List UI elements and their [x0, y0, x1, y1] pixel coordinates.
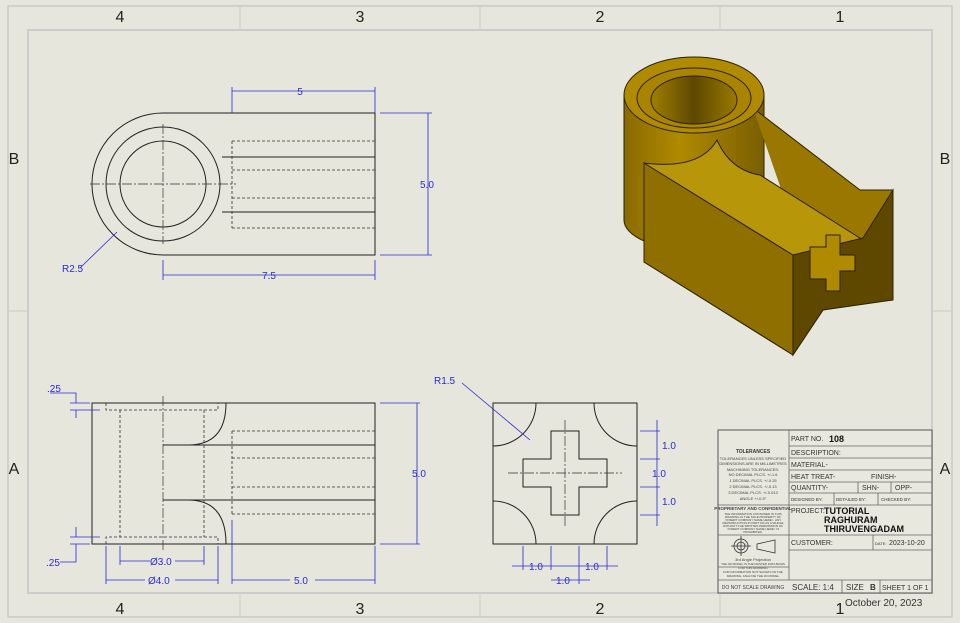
zone-col-2: 2 — [596, 9, 605, 26]
tolerance-line: NO DECIMAL PLCS. +/-1.6 — [729, 472, 779, 477]
project-label: PROJECT: — [791, 508, 825, 515]
project-line: RAGHURAM — [824, 515, 878, 525]
zone-row-a: A — [9, 461, 20, 478]
material-field: MATERIAL- — [791, 462, 828, 469]
heat-treat-field: HEAT TREAT- — [791, 474, 836, 481]
proprietary-line: REPRODUCTION IN PART OR AS A WHOLE — [722, 521, 783, 525]
zone-row-b-right: B — [940, 151, 951, 168]
date-value: 2023-10-20 — [889, 540, 925, 547]
title-block: TOLERANCES TOLERANCES UNLESS SPECIFIED D… — [714, 429, 933, 594]
model-note: DRAWING, ANALYZE THE 3D MODEL — [727, 574, 780, 578]
part-no-value: 108 — [829, 434, 844, 444]
tolerance-line: 1 DECIMAL PLCS. +/-0.25 — [729, 478, 777, 483]
do-not-scale-note: DO NOT SCALE DRAWING — [722, 585, 785, 591]
zone-row-b: B — [9, 151, 20, 168]
dim-front-length: 5.0 — [294, 576, 308, 587]
tolerance-line: MACHINING TOLERANCES: — [727, 467, 779, 472]
tolerance-line: ANGLE +/-0.5° — [740, 496, 767, 501]
dim-side-v-3: 1.0 — [662, 497, 676, 508]
sheet-field: SHEET 1 OF 1 — [882, 585, 929, 592]
detailed-by-field: DETAILED BY: — [836, 497, 866, 502]
dim-side-v-2: 1.0 — [652, 469, 666, 480]
zone-col-3-bottom: 3 — [356, 601, 365, 618]
footer-date: October 20, 2023 — [845, 598, 923, 609]
tolerance-line: 3 DECIMAL PLCS. +/-0.013 — [728, 490, 778, 495]
top-view[interactable]: 5 5.0 7.5 R2.5 — [62, 87, 434, 282]
model-note: FOR THIS DRAWING — [738, 566, 768, 570]
zone-col-1-bottom: 1 — [836, 601, 845, 618]
quantity-field: QUANTITY- — [791, 485, 829, 492]
zone-col-1: 1 — [836, 9, 845, 26]
dim-side-h-1: 1.0 — [529, 562, 543, 573]
scale-field: SCALE: 1:4 — [792, 583, 834, 592]
tolerance-line: TOLERANCES UNLESS SPECIFIED — [720, 456, 787, 461]
side-view[interactable]: R1.5 1.0 1.0 1.0 1.0 1.0 1.0 — [434, 376, 676, 587]
size-label: SIZE — [846, 583, 864, 592]
zone-col-4: 4 — [116, 9, 125, 26]
projection-label: 3rd Angle Projection — [735, 557, 771, 562]
proprietary-line: WITHOUT THE WRITTEN PERMISSION OF — [723, 524, 783, 528]
proprietary-line: PROHIBITED. — [743, 530, 762, 534]
model-note: FOR INFORMATION NOT SHOWN ON THE — [723, 570, 783, 574]
description-field: DESCRIPTION: — [791, 450, 841, 457]
dim-top-length: 5 — [297, 87, 303, 98]
dim-front-dia-outer: Ø4.0 — [148, 576, 170, 587]
proprietary-line: THE INFORMATION CONTAINED IN THIS — [724, 512, 781, 516]
opp-field: OPP- — [895, 485, 913, 492]
proprietary-line: <INSERT COMPANY NAME HERE> IS — [727, 527, 779, 531]
dim-top-total: 7.5 — [262, 271, 276, 282]
front-view[interactable]: .25 .25 5.0 Ø3.0 Ø4.0 5.0 — [46, 384, 426, 587]
dim-top-radius: R2.5 — [62, 264, 84, 275]
dim-top-height: 5.0 — [420, 180, 434, 191]
projection-symbol-icon — [731, 536, 776, 556]
dim-side-h-3: 1.0 — [556, 576, 570, 587]
dim-front-bottom-thickness: .25 — [46, 558, 60, 569]
proprietary-line: <INSERT COMPANY NAME HERE>. ANY — [725, 518, 781, 522]
finish-field: FINISH- — [871, 474, 897, 481]
size-value: B — [870, 583, 876, 592]
zone-row-a-right: A — [940, 461, 951, 478]
dim-side-h-2: 1.0 — [585, 562, 599, 573]
model-note: THE 3D MODEL IS THE MASTER DATA BASIS — [721, 562, 785, 566]
customer-field: CUSTOMER: — [791, 540, 833, 547]
dim-front-dia-inner: Ø3.0 — [150, 557, 172, 568]
part-no-label: PART NO. — [791, 436, 823, 443]
zone-col-4-bottom: 4 — [116, 601, 125, 618]
zone-col-2-bottom: 2 — [596, 601, 605, 618]
designed-by-field: DESIGNED BY: — [791, 497, 823, 502]
proprietary-line: DRAWING IS THE SOLE PROPERTY OF — [725, 515, 781, 519]
shn-field: SHN- — [862, 485, 880, 492]
zone-dividers — [8, 6, 952, 617]
dim-front-top-thickness: .25 — [47, 384, 61, 395]
checked-by-field: CHECKED BY: — [881, 497, 911, 502]
proprietary-title: PROPRIETARY AND CONFIDENTIAL — [714, 506, 792, 511]
isometric-model[interactable] — [623, 56, 894, 357]
dim-side-v-1: 1.0 — [662, 441, 676, 452]
tolerance-line: 2 DECIMAL PLCS. +/-0.13 — [729, 484, 777, 489]
date-label: DATE: — [875, 541, 886, 546]
tolerance-line: DIMENSIONS ARE IN MILLIMETRES — [719, 461, 787, 466]
project-line: THIRUVENGADAM — [824, 524, 904, 534]
dim-front-height: 5.0 — [412, 469, 426, 480]
tolerances-title: TOLERANCES — [736, 449, 771, 455]
dim-side-radius: R1.5 — [434, 376, 456, 387]
zone-col-3: 3 — [356, 9, 365, 26]
project-line: TUTORIAL — [824, 506, 870, 516]
